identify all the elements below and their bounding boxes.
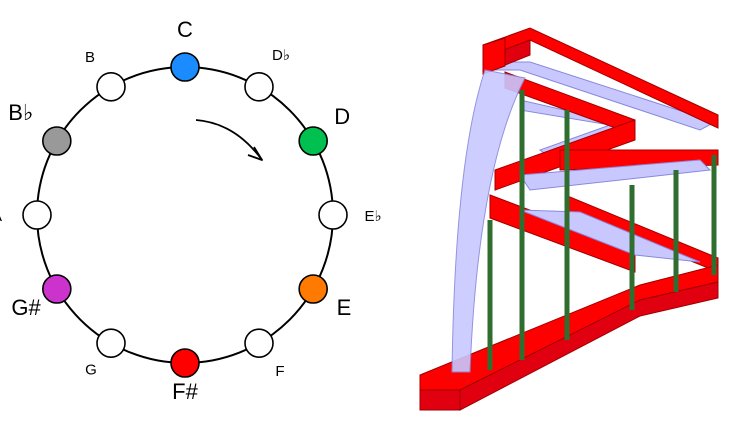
- direction-arrow: [195, 119, 263, 161]
- note-label: C: [177, 17, 193, 42]
- note-dot: [42, 274, 72, 304]
- note-dot: [22, 200, 52, 230]
- note-7: G: [85, 328, 126, 378]
- note-3: E♭: [318, 200, 382, 230]
- note-label: D♭: [272, 46, 290, 64]
- note-dot: [96, 328, 126, 358]
- note-dot: [298, 274, 328, 304]
- note-dot: [244, 328, 274, 358]
- note-9: A: [0, 200, 52, 230]
- note-dot: [96, 72, 126, 102]
- note-dot: [170, 52, 200, 82]
- beam-bottom-front: [459, 281, 719, 411]
- note-dot: [42, 126, 72, 156]
- note-dot: [318, 200, 348, 230]
- note-label: A: [0, 208, 2, 225]
- note-label: F: [275, 363, 284, 380]
- note-label: B♭: [8, 100, 33, 126]
- note-4: E: [298, 274, 352, 320]
- flat-sign: ♭: [23, 101, 33, 126]
- note-dot: [244, 72, 274, 102]
- direction-arrowhead: [247, 146, 263, 161]
- beam-left-top: [482, 37, 506, 75]
- support-posts: [487, 90, 717, 370]
- note-dot: [170, 348, 200, 378]
- note-label: B: [85, 49, 95, 66]
- note-label: G#: [11, 295, 41, 320]
- note-11: B: [85, 49, 126, 102]
- circle-ring: [36, 66, 334, 364]
- note-2: D: [298, 104, 350, 156]
- flat-sign: ♭: [283, 46, 290, 64]
- waterfall: [451, 69, 526, 373]
- note-circle: C D♭ D E♭ E F F# G G# A B♭ B: [0, 17, 382, 404]
- note-dot: [298, 126, 328, 156]
- beam-bottom-side: [419, 389, 461, 411]
- note-label: E: [337, 295, 352, 320]
- note-label: E♭: [364, 207, 381, 225]
- impossible-staircase: [419, 27, 719, 411]
- flat-sign: ♭: [374, 207, 381, 225]
- note-6: F#: [170, 348, 200, 404]
- note-label: F#: [172, 379, 198, 404]
- note-1: D♭: [244, 46, 290, 102]
- note-label: G: [85, 361, 97, 378]
- note-10: B♭: [8, 100, 72, 156]
- note-0: C: [170, 17, 200, 82]
- note-8: G#: [11, 274, 72, 320]
- note-5: F: [244, 328, 285, 380]
- note-label: D: [334, 104, 350, 129]
